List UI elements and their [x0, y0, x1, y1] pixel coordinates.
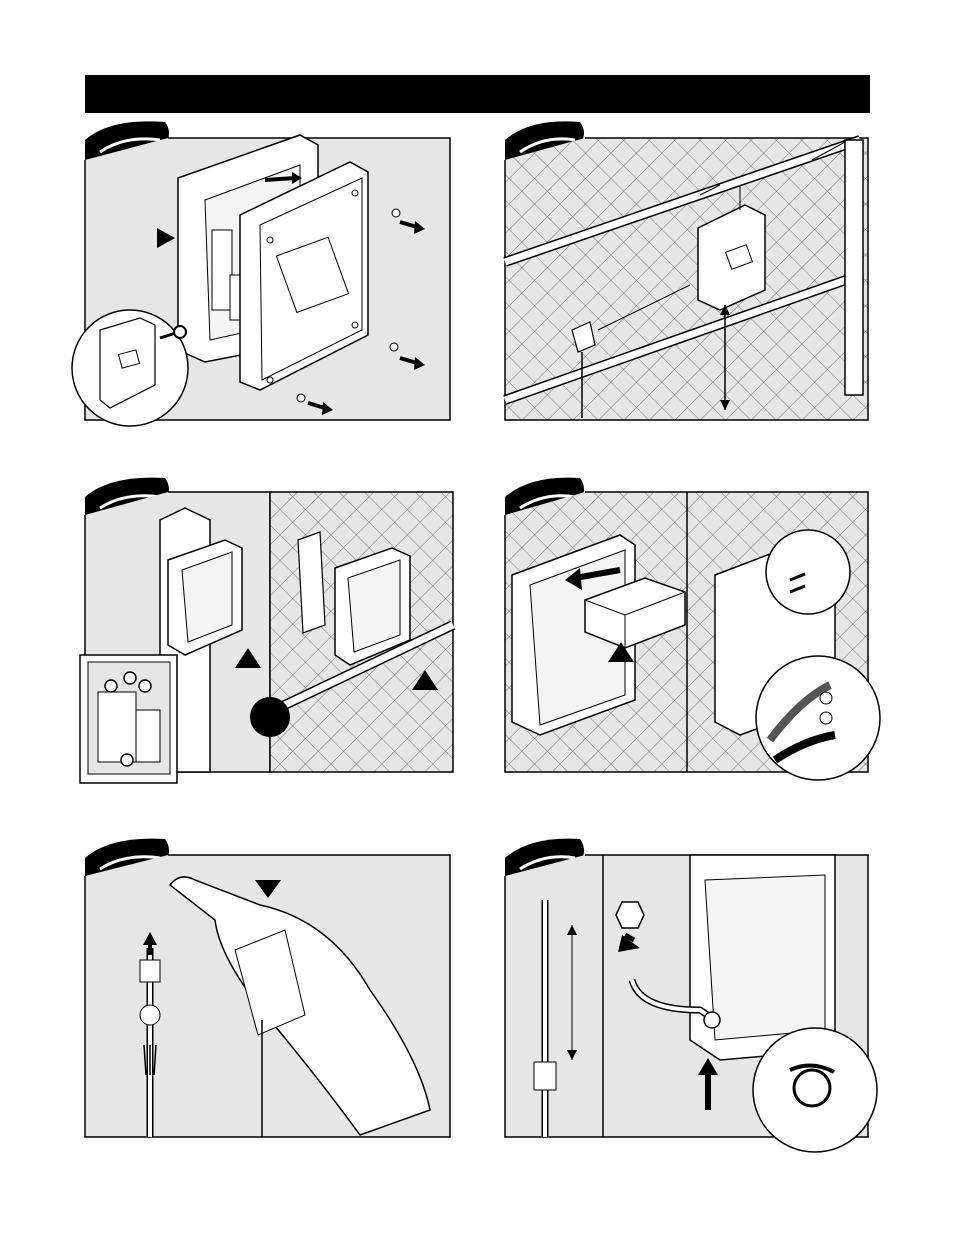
- step-6-illustration: [0, 0, 954, 1235]
